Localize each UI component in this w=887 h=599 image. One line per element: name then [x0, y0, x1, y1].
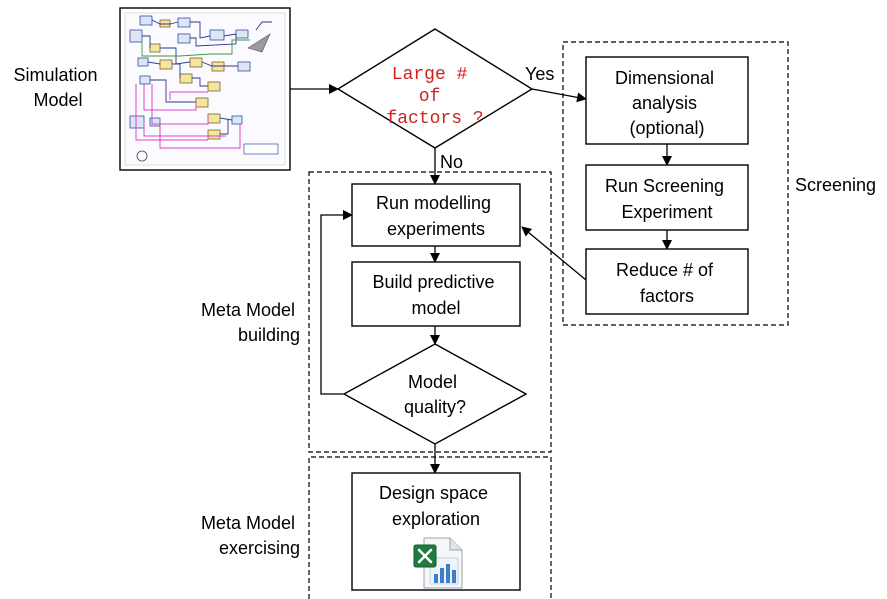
decision-model-quality: Model quality? [342, 343, 528, 445]
yes-label: Yes [525, 64, 554, 84]
box-run-modelling-experiments: Run modelling experiments [351, 183, 521, 247]
screening-region [562, 41, 789, 326]
meta-model-building-region [308, 171, 552, 453]
svg-text:Run Screening Experiment: Run Screening Experiment [605, 176, 729, 222]
svg-text:Run modelling experiment: Run modelling experiments [376, 193, 496, 239]
svg-text:Reduce # of factors: Reduce # of factors [616, 260, 718, 306]
meta-model-building-label: Meta Model building [201, 300, 300, 345]
svg-text:Dimensional analysis: Dimensional analysis (optional) [615, 68, 719, 138]
box-run-screening-experiment: Run Screening Experiment [585, 164, 749, 231]
box-reduce-factors: Reduce # of factors [585, 248, 749, 315]
decision-large-factors: Large # of factors ? [336, 28, 534, 149]
svg-text:Model quality?: Model quality? [404, 372, 466, 417]
decision-large-factors-text: Large # of factors ? [386, 65, 483, 129]
connector-yes-to-screening [531, 88, 587, 103]
connector-quality-loop-back [320, 210, 353, 395]
excel-chart-icon [413, 537, 463, 589]
meta-model-exercising-label: Meta Model exercising [201, 513, 300, 558]
no-label: No [440, 152, 463, 172]
simulation-model-thumbnail [119, 7, 291, 171]
box-dimensional-analysis: Dimensional analysis (optional) [585, 56, 749, 145]
svg-text:Design space exploration: Design space exploration [379, 483, 493, 529]
simulation-model-label: Simulation Model [13, 65, 102, 110]
box-build-predictive-model: Build predictive model [351, 261, 521, 327]
connector-reduce-to-run-modelling [521, 226, 587, 281]
screening-label: Screening [795, 175, 876, 195]
svg-text:Build predictive model: Build predictive model [372, 272, 499, 318]
